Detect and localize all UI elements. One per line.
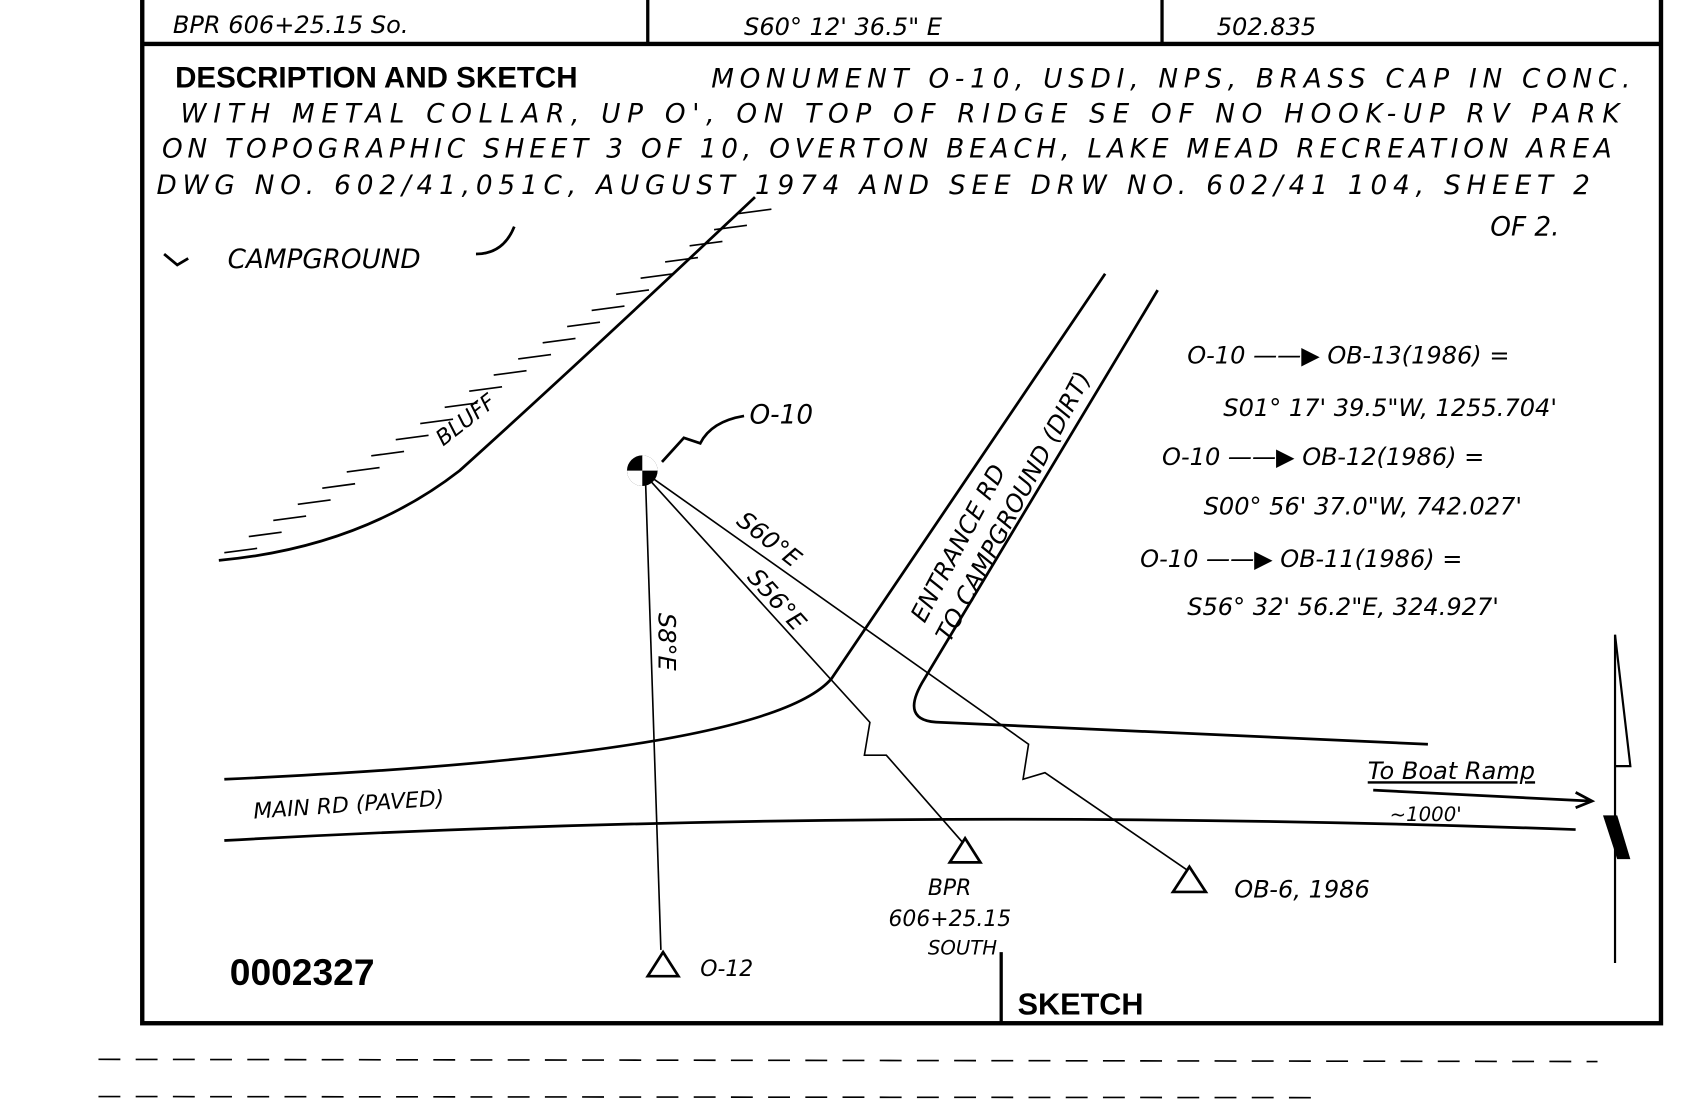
traverse-line-bpr bbox=[650, 481, 964, 844]
o12-label: O-12 bbox=[700, 957, 753, 982]
description-line: ON TOPOGRAPHIC SHEET 3 OF 10, OVERTON BE… bbox=[162, 135, 1612, 165]
bluff-hatch-mark bbox=[273, 515, 307, 522]
campground-label: CAMPGROUND bbox=[228, 245, 421, 275]
entrance-road bbox=[912, 289, 1428, 746]
tie-from-to: O-10 ——▶ OB-11(1986) = bbox=[1140, 545, 1462, 573]
tie-from-to: O-10 ——▶ OB-12(1986) = bbox=[1162, 443, 1484, 471]
bluff-hatch-mark bbox=[689, 240, 723, 247]
bluff-hatch-mark bbox=[297, 499, 331, 506]
bluff-hatch-mark bbox=[371, 450, 405, 457]
ob6-label: OB-6, 1986 bbox=[1234, 875, 1370, 903]
bluff-hatch-mark bbox=[738, 208, 772, 215]
bluff-hatch-mark bbox=[640, 272, 674, 279]
description-line: WITH METAL COLLAR, UP O', ON TOP OF RIDG… bbox=[181, 100, 1622, 130]
campground-arrow-icon bbox=[163, 226, 516, 267]
bluff-hatch-mark bbox=[713, 224, 748, 231]
header-station: BPR 606+25.15 So. bbox=[173, 11, 409, 39]
tie-value: S00° 56' 37.0"W, 742.027' bbox=[1204, 492, 1522, 520]
bearing-label: S60°E bbox=[732, 506, 807, 574]
boat-ramp-arrow-icon bbox=[1373, 788, 1596, 809]
header-bearing: S60° 12' 36.5" E bbox=[744, 13, 943, 41]
bluff-hatch-mark bbox=[248, 531, 282, 538]
ob6-triangle-icon bbox=[1170, 864, 1209, 894]
bluff-hatch-mark bbox=[567, 321, 601, 328]
traverse-line-o12 bbox=[644, 481, 662, 950]
bpr-triangle-icon bbox=[947, 835, 983, 864]
entrance-road bbox=[224, 272, 1107, 781]
bearing-label: S56°E bbox=[742, 563, 812, 637]
bluff-hatching bbox=[224, 208, 772, 554]
bluff-hatch-mark bbox=[346, 466, 380, 473]
description-line: OF 2. bbox=[1490, 212, 1559, 242]
tie-value: S01° 17' 39.5"W, 1255.704' bbox=[1223, 394, 1557, 422]
tie-from-to: O-10 ——▶ OB-13(1986) = bbox=[1187, 341, 1509, 369]
boat-ramp-label: To Boat Ramp bbox=[1368, 757, 1535, 785]
scan-artifacts bbox=[98, 1058, 1598, 1099]
bpr-label: SOUTH bbox=[928, 936, 997, 959]
bluff-hatch-mark bbox=[518, 353, 552, 360]
monument-pointer bbox=[660, 414, 745, 463]
bluff-hatch-mark bbox=[616, 289, 650, 296]
bluff-hatch-mark bbox=[542, 337, 576, 344]
bluff-hatch-mark bbox=[322, 482, 356, 489]
header-distance: 502.835 bbox=[1217, 13, 1317, 41]
north-arrow-icon bbox=[1602, 634, 1632, 964]
bluff-hatch-mark bbox=[493, 369, 527, 376]
bluff-hatch-mark bbox=[395, 434, 429, 441]
bluff-hatch-mark bbox=[444, 402, 478, 409]
bluff-hatch-mark bbox=[224, 547, 258, 554]
description-heading: DESCRIPTION AND SKETCH bbox=[175, 62, 578, 95]
main-road-label: MAIN RD (PAVED) bbox=[253, 786, 446, 824]
bpr-label: 606+25.15 bbox=[888, 907, 1011, 932]
description-line: MONUMENT O-10, USDI, NPS, BRASS CAP IN C… bbox=[711, 65, 1630, 95]
bluff-hatch-mark bbox=[469, 386, 503, 393]
bluff-hatch-mark bbox=[591, 305, 625, 312]
o12-triangle-icon bbox=[645, 949, 681, 978]
sketch-section-label: SKETCH bbox=[1018, 987, 1144, 1021]
bluff-hatch-mark bbox=[665, 256, 699, 263]
traverse-line-ob6 bbox=[653, 478, 1188, 871]
bpr-label: BPR bbox=[928, 876, 971, 901]
bearing-label: S8°E bbox=[653, 613, 681, 672]
description-line: DWG NO. 602/41,051C, AUGUST 1974 AND SEE… bbox=[156, 171, 1589, 201]
main-road bbox=[224, 817, 1576, 842]
bluff-hatch-mark bbox=[420, 418, 454, 425]
bluff-line bbox=[218, 196, 756, 562]
tie-value: S56° 32' 56.2"E, 324.927' bbox=[1187, 593, 1499, 621]
boat-ramp-distance: ~1000' bbox=[1390, 803, 1462, 826]
monument-label: O-10 bbox=[750, 401, 814, 431]
sheet-border bbox=[140, 0, 1664, 1026]
document-number: 0002327 bbox=[230, 951, 375, 993]
